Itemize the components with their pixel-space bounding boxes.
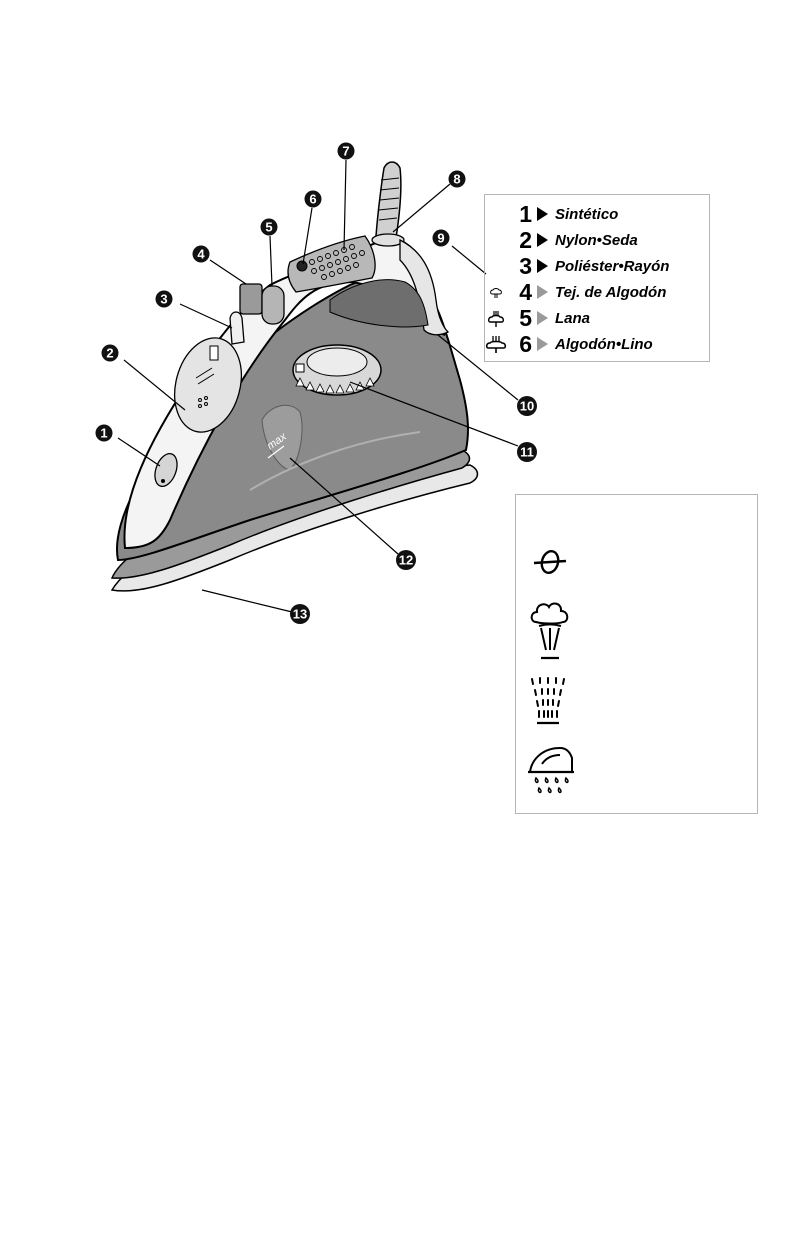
svg-text:2: 2 — [106, 346, 113, 361]
cord-guard — [376, 162, 401, 238]
burst-button[interactable] — [262, 286, 284, 324]
svg-text:4: 4 — [197, 247, 205, 262]
callout-10: 10 — [517, 396, 537, 416]
spray-button[interactable] — [240, 284, 262, 314]
steam-burst-icon — [528, 600, 572, 664]
fabric-name: Algodón•Lino — [555, 336, 653, 353]
callout-13: 13 — [290, 604, 310, 624]
callout-2: 2 — [102, 345, 119, 362]
callout-1: 1 — [96, 425, 113, 442]
fill-cover-dot — [161, 479, 165, 483]
callout-9: 9 — [433, 230, 450, 247]
svg-text:10: 10 — [520, 399, 534, 414]
callout-8: 8 — [449, 171, 466, 188]
callout-7: 7 — [338, 143, 355, 160]
fabric-number: 3 — [510, 253, 532, 280]
fabric-row-6: 6 Algodón•Lino — [486, 331, 710, 357]
steam-high-icon — [486, 334, 510, 354]
fabric-number: 6 — [510, 331, 532, 358]
fabric-row-1: 1 Sintético — [486, 201, 710, 227]
svg-text:1: 1 — [100, 426, 107, 441]
fabric-number: 2 — [510, 227, 532, 254]
self-clean-button[interactable] — [297, 261, 307, 271]
arrow-icon — [537, 337, 548, 351]
arrow-icon — [537, 285, 548, 299]
spray-icon — [528, 675, 572, 731]
dial-indicator — [296, 364, 304, 372]
fabric-row-4: 4 Tej. de Algodón — [486, 279, 710, 305]
svg-text:12: 12 — [399, 553, 413, 568]
svg-text:3: 3 — [160, 292, 167, 307]
svg-text:5: 5 — [265, 220, 272, 235]
fabric-name: Nylon•Seda — [555, 232, 638, 249]
svg-text:11: 11 — [520, 445, 534, 460]
fabric-name: Lana — [555, 310, 590, 327]
svg-text:13: 13 — [293, 607, 307, 622]
cord-swivel — [372, 234, 404, 246]
svg-text:7: 7 — [342, 144, 349, 159]
callout-4: 4 — [193, 246, 210, 263]
svg-text:6: 6 — [309, 192, 316, 207]
svg-text:8: 8 — [453, 172, 460, 187]
anti-drip-icon — [526, 744, 576, 800]
arrow-icon — [537, 207, 548, 221]
fabric-number: 5 — [510, 305, 532, 332]
arrow-icon — [537, 311, 548, 325]
callout-11: 11 — [517, 442, 537, 462]
callout-12: 12 — [396, 550, 416, 570]
fabric-name: Tej. de Algodón — [555, 284, 666, 301]
temperature-dial-center — [307, 348, 367, 376]
steam-low-icon — [486, 282, 510, 302]
callout-6: 6 — [305, 191, 322, 208]
fabric-number: 4 — [510, 279, 532, 306]
fabric-row-5: 5 Lana — [486, 305, 710, 331]
no-steam-icon — [528, 545, 572, 579]
arrow-icon — [537, 259, 548, 273]
svg-text:9: 9 — [437, 231, 444, 246]
callout-3: 3 — [156, 291, 173, 308]
fabric-name: Poliéster•Rayón — [555, 258, 669, 275]
arrow-icon — [537, 233, 548, 247]
steam-medium-icon — [486, 308, 510, 328]
fabric-row-3: 3 Poliéster•Rayón — [486, 253, 710, 279]
steam-lever[interactable] — [230, 312, 244, 344]
fabric-row-2: 2 Nylon•Seda — [486, 227, 710, 253]
callout-5: 5 — [261, 219, 278, 236]
fabric-number: 1 — [510, 201, 532, 228]
fabric-name: Sintético — [555, 206, 618, 223]
